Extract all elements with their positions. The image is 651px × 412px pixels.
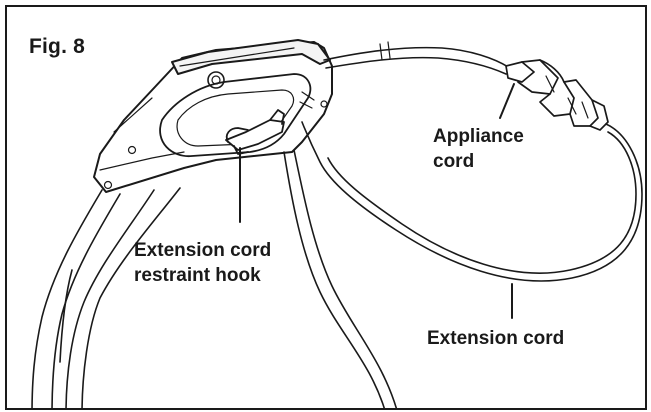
plug-connector <box>505 59 609 131</box>
leader-lines <box>239 83 515 319</box>
restraint-hook-label-line-2: restraint hook <box>134 265 261 286</box>
restraint-hook-label: Extension cord restraint hook <box>134 238 271 288</box>
appliance-cord-label-line-2: cord <box>433 151 475 172</box>
handle-tubes <box>31 187 181 408</box>
appliance-cord-line <box>323 41 511 75</box>
extension-cord-label: Extension cord <box>427 328 565 349</box>
appliance-cord-label-line-1: Appliance <box>433 126 524 147</box>
restraint-hook-label-line-1: Extension cord <box>134 240 272 261</box>
appliance-cord-label: Appliance cord <box>433 124 524 174</box>
handle-illustration <box>31 39 643 408</box>
figure-frame: Fig. 8 Appliance cord Extension cord res… <box>5 5 647 410</box>
extension-cord-line <box>283 121 643 408</box>
figure-title: Fig. 8 <box>29 35 86 58</box>
restraint-hook-shape <box>225 109 285 155</box>
